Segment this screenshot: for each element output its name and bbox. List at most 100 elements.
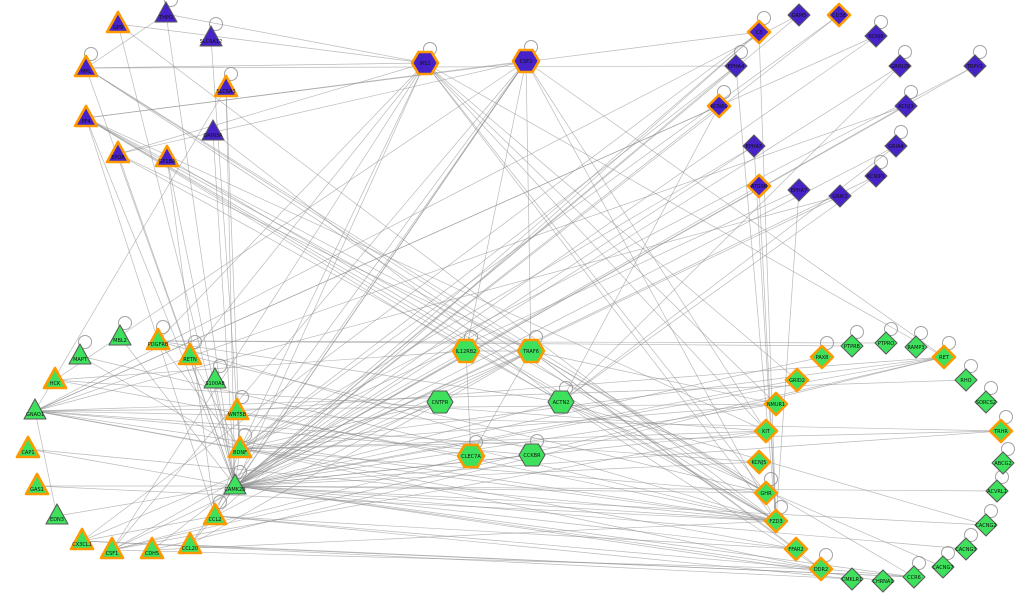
edge-GRIA4-ACTN2 — [560, 145, 897, 403]
edge-EPHA7-BDNF — [239, 189, 800, 450]
node-MPL[interactable]: MPL — [73, 54, 99, 78]
self-loop-RAMP3 — [914, 326, 928, 340]
edge-CAMK2B-TRHR — [234, 430, 1002, 487]
edge-TRAF6-CCL20 — [189, 350, 532, 546]
edge-CCL20-CCR6 — [189, 544, 915, 578]
self-loop-CACNG7 — [941, 546, 955, 560]
node-EPHA7[interactable]: EPHA7 — [787, 178, 811, 202]
node-CLEC7A[interactable]: CLEC7A — [456, 443, 486, 469]
diamond-node-shape — [828, 184, 852, 208]
edge-MPL-IRS1 — [85, 62, 426, 69]
edge-CAMK2B-FZD3 — [234, 485, 777, 522]
diamond-node-shape — [763, 508, 789, 534]
node-KCNJ5[interactable]: KCNJ5 — [746, 449, 772, 475]
diamond-node-shape — [988, 418, 1014, 444]
triangle-node-shape — [154, 1, 178, 23]
hexagon-node-shape — [426, 390, 454, 414]
node-PDGFRB[interactable]: PDGFRB — [145, 327, 171, 351]
node-CAP1[interactable]: CAP1 — [15, 435, 41, 459]
node-FFAR2[interactable]: FFAR2 — [783, 536, 809, 562]
edge-CAMK2B-RET — [234, 356, 945, 487]
node-MBL2[interactable]: MBL2 — [108, 324, 132, 346]
node-MAPT[interactable]: MAPT — [68, 343, 92, 365]
edge-CCL2-CX3CL1 — [81, 515, 216, 542]
edge-ACTN2-CACNG2 — [560, 401, 987, 526]
node-TRAF6[interactable]: TRAF6 — [516, 338, 546, 364]
node-EDN3[interactable]: EDN3 — [45, 503, 69, 525]
triangle-node-shape — [145, 327, 171, 351]
edge-CSF2-CCL20 — [189, 60, 527, 546]
diamond-node-shape — [974, 513, 998, 537]
edge-CCL2-FFAR2 — [214, 515, 797, 550]
diamond-node-shape — [888, 54, 912, 78]
self-loop-BDNF — [238, 428, 252, 442]
diamond-node-shape — [874, 331, 898, 355]
edge-EPHA4-BDNF — [239, 65, 737, 450]
self-loop-PTPRO — [884, 322, 898, 336]
edge-BDNF-TRHR — [239, 430, 1002, 450]
edge-GP9-FZD3 — [117, 23, 777, 522]
edge-CAMK2B-CACNG2 — [234, 485, 987, 526]
node-CMKLR1[interactable]: CMKLR1 — [840, 567, 864, 591]
triangle-node-shape — [177, 342, 203, 366]
triangle-node-shape — [105, 10, 131, 34]
edge-CSF2-KIT — [525, 60, 767, 432]
triangle-node-shape — [202, 502, 228, 526]
edge-EPHA5-FZD3 — [753, 145, 777, 522]
node-IL12RB2[interactable]: IL12RB2 — [451, 338, 481, 364]
diamond-node-shape — [746, 449, 772, 475]
self-loop-PTPRB — [850, 325, 864, 339]
hexagon-node-shape — [547, 390, 575, 414]
triangle-node-shape — [177, 531, 203, 555]
node-CSF2[interactable]: CSF2 — [511, 48, 541, 74]
self-loop-KCNJ6 — [874, 15, 888, 29]
edge-BDNF-PDGFRB — [157, 340, 241, 450]
edge-BDNF-RETN — [189, 355, 241, 450]
self-loop-SORCS2 — [984, 381, 998, 395]
node-IRS1[interactable]: IRS1 — [410, 50, 440, 76]
triangle-node-shape — [203, 367, 227, 389]
triangle-node-shape — [213, 74, 239, 98]
triangle-node-shape — [99, 536, 125, 560]
triangle-node-shape — [69, 527, 95, 551]
edge-GRIN2B-CAMK2B — [234, 65, 901, 487]
node-KIT[interactable]: KIT — [753, 418, 779, 444]
edge-GRIN3A-ACTN2 — [212, 131, 562, 403]
edge-CAMK2B-GHR — [234, 485, 767, 494]
node-ACTN2[interactable]: ACTN2 — [547, 390, 575, 414]
node-CNTFR[interactable]: CNTFR — [426, 390, 454, 414]
edge-KCNIP1-ACTN2 — [560, 175, 877, 403]
node-GP9[interactable]: GP9 — [105, 10, 131, 34]
self-loop-ABCG2 — [1001, 442, 1015, 456]
node-GRIK2[interactable]: GRIK2 — [828, 184, 852, 208]
node-CX3CL1[interactable]: CX3CL1 — [69, 527, 95, 551]
self-loop-S100A8 — [213, 359, 227, 373]
edge-CAMK2B-GRID2 — [234, 379, 798, 487]
diamond-node-shape — [871, 569, 895, 593]
edge-CSF2-RET — [525, 60, 945, 358]
node-SLC6A3[interactable]: SLC6A3 — [213, 74, 239, 98]
node-GRID2[interactable]: GRID2 — [784, 367, 810, 393]
diamond-node-shape — [894, 94, 918, 118]
node-SLC6A12[interactable]: SLC6A12 — [199, 25, 223, 47]
node-GRM5[interactable]: GRM5 — [787, 3, 811, 27]
hexagon-node-shape — [518, 443, 546, 467]
edge-GP9-IRS1 — [117, 23, 426, 64]
node-PF4[interactable]: PF4 — [73, 104, 99, 128]
self-loop-PDGFRB — [156, 320, 170, 334]
edge-IL12RB2-HCK — [54, 350, 467, 381]
edge-CCL2-CCR6 — [214, 515, 915, 578]
node-GAS1[interactable]: GAS1 — [24, 472, 50, 496]
edge-BDNF-NMUR1 — [239, 403, 777, 450]
node-THPO[interactable]: THPO — [154, 1, 178, 23]
edge-GAS1-FZD3 — [36, 485, 777, 522]
node-CD38[interactable]: CD38 — [826, 2, 852, 28]
self-loop-TRPV1 — [973, 45, 987, 59]
diamond-node-shape — [746, 173, 772, 199]
triangle-node-shape — [224, 397, 250, 421]
triangle-node-shape — [105, 140, 131, 164]
node-HCK[interactable]: HCK — [42, 366, 68, 390]
edge-THPO-MPL — [85, 13, 167, 69]
